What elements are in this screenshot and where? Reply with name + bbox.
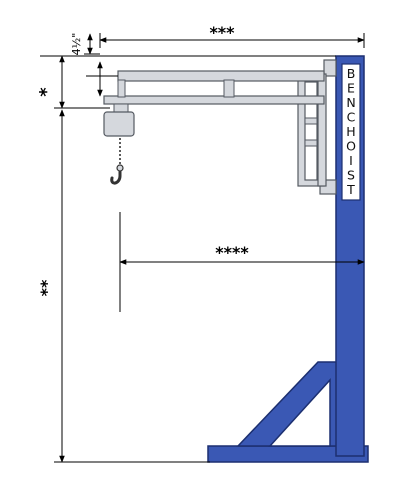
jib-top-beam [117, 70, 325, 82]
dimension-lines [40, 33, 365, 463]
hoist-assembly [103, 103, 135, 185]
hoist-body [103, 111, 135, 137]
dimension-labels: *** 4½" * ** **** [36, 23, 249, 296]
hoist-hook-icon [110, 168, 122, 185]
frame-crossbar-2 [304, 139, 318, 147]
brand-letter: C [347, 110, 356, 125]
brace-cutout [268, 378, 331, 447]
under-jib-height-label: ** [37, 279, 56, 296]
jib-pivot-pipe [317, 73, 327, 187]
jib-height-label: * [36, 87, 57, 97]
jib-length-label: *** [209, 23, 235, 42]
pivot-mount-top [323, 59, 337, 77]
reach-label: **** [215, 243, 249, 262]
top-offset-label: 4½" [70, 33, 83, 56]
hook-eye [116, 164, 124, 172]
jib-vertical-frame-inner [304, 81, 318, 181]
brand-sign-panel [341, 63, 361, 201]
brand-letter: O [346, 139, 356, 154]
jib-strut-middle [223, 79, 235, 98]
brand-letter: S [347, 168, 355, 183]
brand-letter: I [349, 153, 353, 168]
frame-crossbar-1 [304, 117, 318, 125]
brand-letter: N [346, 95, 355, 110]
brand-letter: E [347, 81, 355, 96]
brand-letter: B [347, 66, 356, 81]
jib-bottom-beam [103, 95, 325, 105]
brand-letter: H [346, 124, 355, 139]
jib-strut-left [117, 79, 126, 98]
brand-letter: T [346, 182, 355, 197]
jib-arm-assembly [103, 59, 337, 195]
